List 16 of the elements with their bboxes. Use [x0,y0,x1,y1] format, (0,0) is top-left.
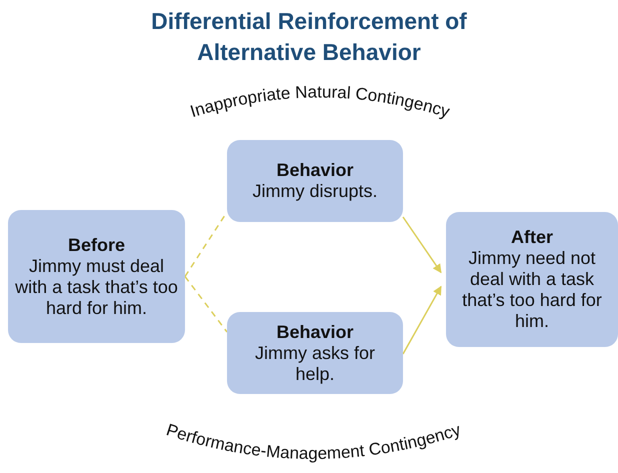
box-heading: After [510,227,553,248]
box-text: Jimmy need not deal with a task that’s too hard for him. [461,248,603,332]
box-text: Jimmy asks for help. [254,342,376,384]
connector-line [184,276,228,332]
title: Differential Reinforcement of Alternative Behavior [150,7,468,67]
rounded-box [227,312,403,394]
box-text: Jimmy disrupts. [252,181,378,202]
box-text: Jimmy must deal with a task that’s too hard for him. [14,256,179,318]
arrow [402,286,442,354]
rounded-box [227,140,403,222]
box-heading: Before [68,234,125,256]
box-heading: Behavior [276,160,354,181]
box-heading: Behavior [276,322,354,342]
rounded-box [8,210,185,343]
arrow [402,216,442,274]
rounded-box [446,212,618,347]
